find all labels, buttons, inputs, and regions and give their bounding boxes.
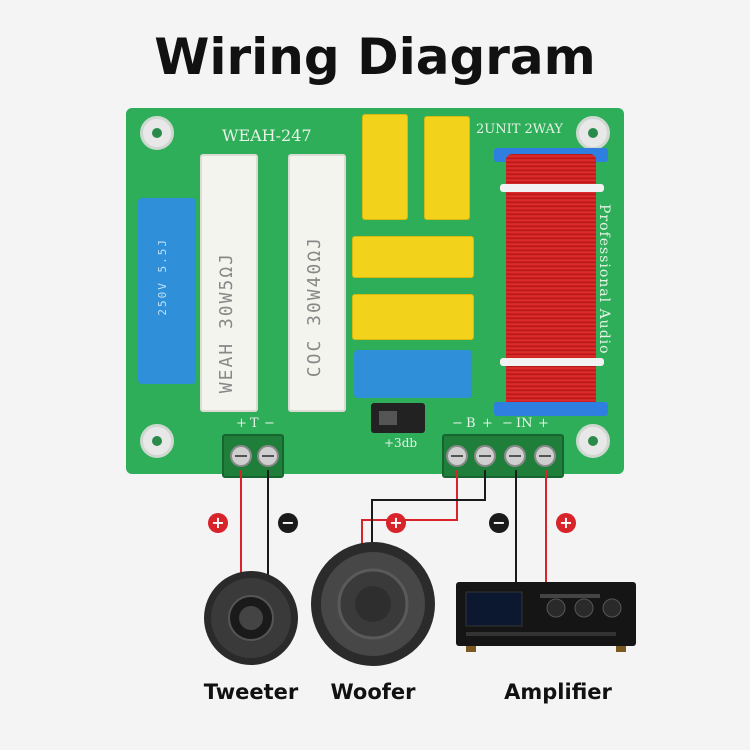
yellow-capacitor-2 — [424, 116, 470, 220]
amplifier-negative-marker: − — [489, 513, 509, 533]
tweeter-image — [204, 571, 298, 665]
yellow-capacitor-1 — [362, 114, 408, 220]
yellow-capacitor-3 — [352, 236, 474, 278]
ceramic-resistor-2: COC 30W40ΩJ — [288, 154, 346, 412]
mounting-hole-top-right — [576, 116, 610, 150]
board-config-label: 2UNIT 2WAY — [476, 122, 563, 137]
switch-label: +3db — [384, 436, 418, 450]
woofer-plus-screw[interactable] — [446, 445, 468, 467]
blue-capacitor-large: 250V 5.5J — [138, 198, 196, 384]
tweeter-caption: Tweeter — [203, 680, 299, 704]
mounting-hole-top-left — [140, 116, 174, 150]
amplifier-image — [456, 582, 636, 652]
input-terminal-label-in: IN — [516, 416, 533, 431]
input-terminal-label-minus: − — [502, 416, 513, 431]
yellow-capacitor-4 — [352, 294, 474, 340]
tweeter-positive-marker: + — [208, 513, 228, 533]
woofer-terminal-label-b: B — [466, 416, 476, 431]
tweeter-terminal-label-t: T — [250, 416, 259, 431]
woofer-image — [311, 542, 435, 666]
woofer-terminal-label-plus: + — [482, 416, 493, 431]
blue-capacitor-text: 250V 5.5J — [156, 238, 169, 316]
page-title: Wiring Diagram — [154, 28, 596, 86]
tweeter-terminal-label-minus: − — [264, 416, 275, 431]
coil-tie-bottom — [500, 358, 604, 366]
woofer-minus-screw[interactable] — [474, 445, 496, 467]
input-plus-screw[interactable] — [534, 445, 556, 467]
resistor-2-text: COC 30W40ΩJ — [304, 236, 325, 378]
input-terminal-label-plus: + — [538, 416, 549, 431]
mounting-hole-bottom-left — [140, 424, 174, 458]
coil-tie-top — [500, 184, 604, 192]
crossover-board: WEAH-247 2UNIT 2WAY Professional Audio 2… — [126, 108, 624, 478]
amplifier-caption: Amplifier — [504, 680, 612, 704]
tweeter-negative-marker: − — [278, 513, 298, 533]
amplifier-positive-marker: + — [556, 513, 576, 533]
inductor-coil — [506, 154, 596, 410]
tweeter-terminal-label-plus: + — [236, 416, 247, 431]
resistor-1-text: WEAH 30W5ΩJ — [216, 252, 237, 394]
ceramic-resistor-1: WEAH 30W5ΩJ — [200, 154, 258, 412]
woofer-caption: Woofer — [330, 680, 416, 704]
tweeter-minus-screw[interactable] — [257, 445, 279, 467]
mounting-hole-bottom-right — [576, 424, 610, 458]
attenuation-switch[interactable] — [371, 403, 425, 433]
woofer-negative-wire — [371, 470, 486, 546]
blue-capacitor-small — [354, 350, 472, 398]
woofer-positive-marker: + — [386, 513, 406, 533]
board-model-label: WEAH-247 — [222, 126, 312, 145]
tweeter-plus-screw[interactable] — [230, 445, 252, 467]
woofer-terminal-label-minus: − — [452, 416, 463, 431]
input-minus-screw[interactable] — [504, 445, 526, 467]
inductor-bobbin-bottom — [494, 402, 608, 416]
woofer-positive-wire — [361, 470, 458, 546]
board-side-label: Professional Audio — [596, 204, 612, 355]
